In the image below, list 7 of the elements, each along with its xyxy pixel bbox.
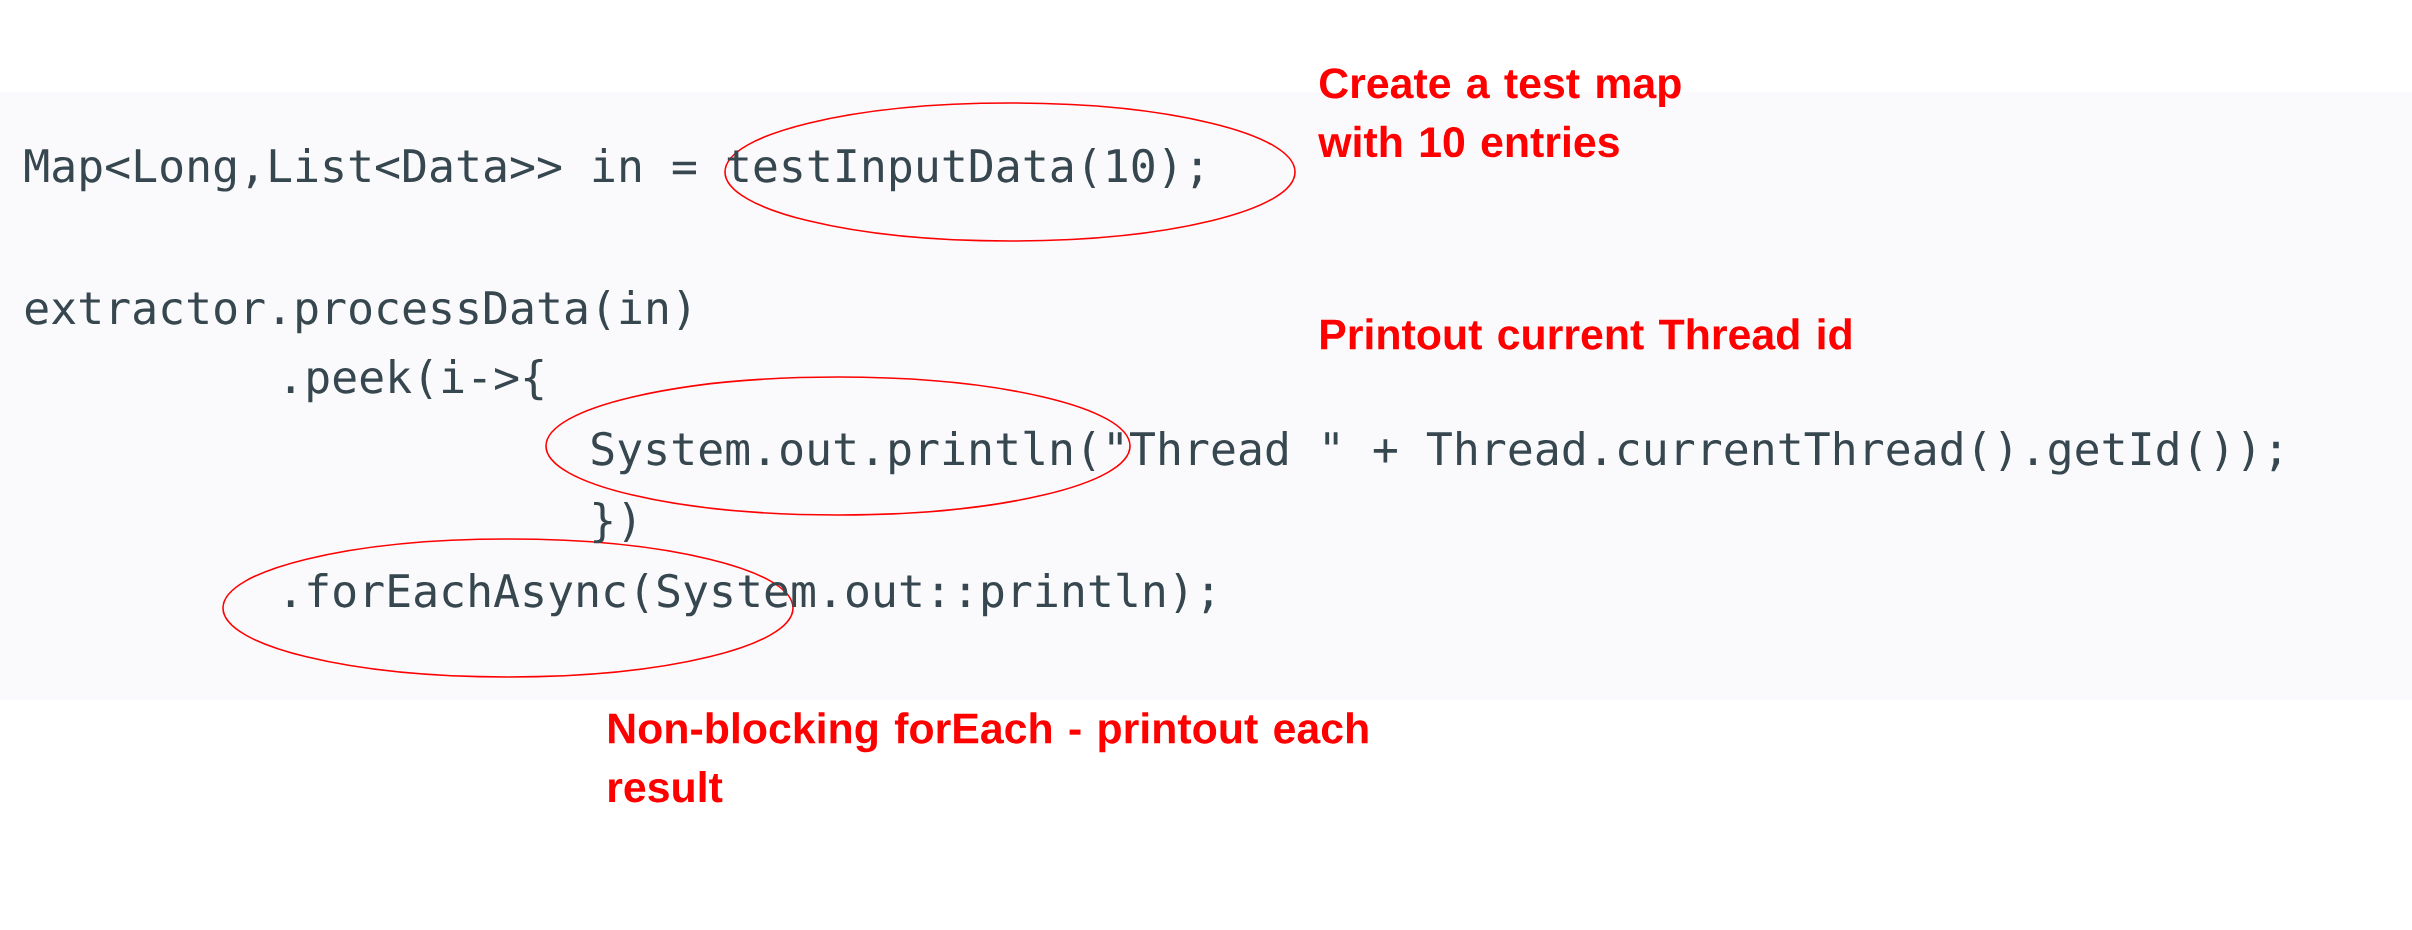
code-line: .peek(i->{ <box>287 358 543 403</box>
code-line: }) <box>594 501 634 544</box>
annotation-text: Non-blocking forEach - printout each result <box>609 712 1368 803</box>
annotation-text: Create a test map with 10 entries <box>1318 68 1681 158</box>
code-line: extractor.processData(in) <box>25 289 689 334</box>
annotation-text: Printout current Thread id <box>1321 318 1851 350</box>
code-line: Map<Long,List<Data>> in = testInputData(10); <box>25 147 1201 192</box>
